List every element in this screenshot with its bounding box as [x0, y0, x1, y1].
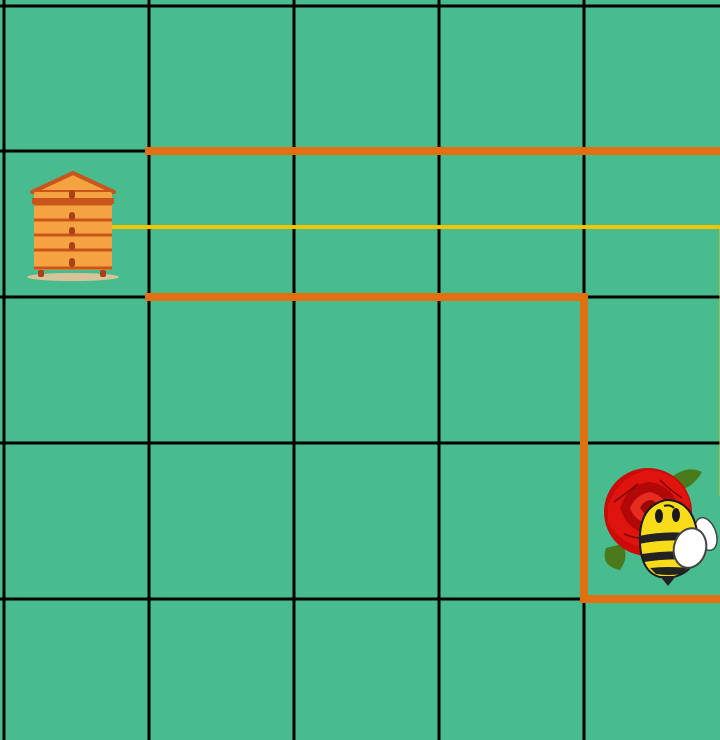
bee-icon: [628, 494, 718, 588]
beehive-icon: [26, 170, 120, 282]
path-line: [107, 227, 720, 496]
